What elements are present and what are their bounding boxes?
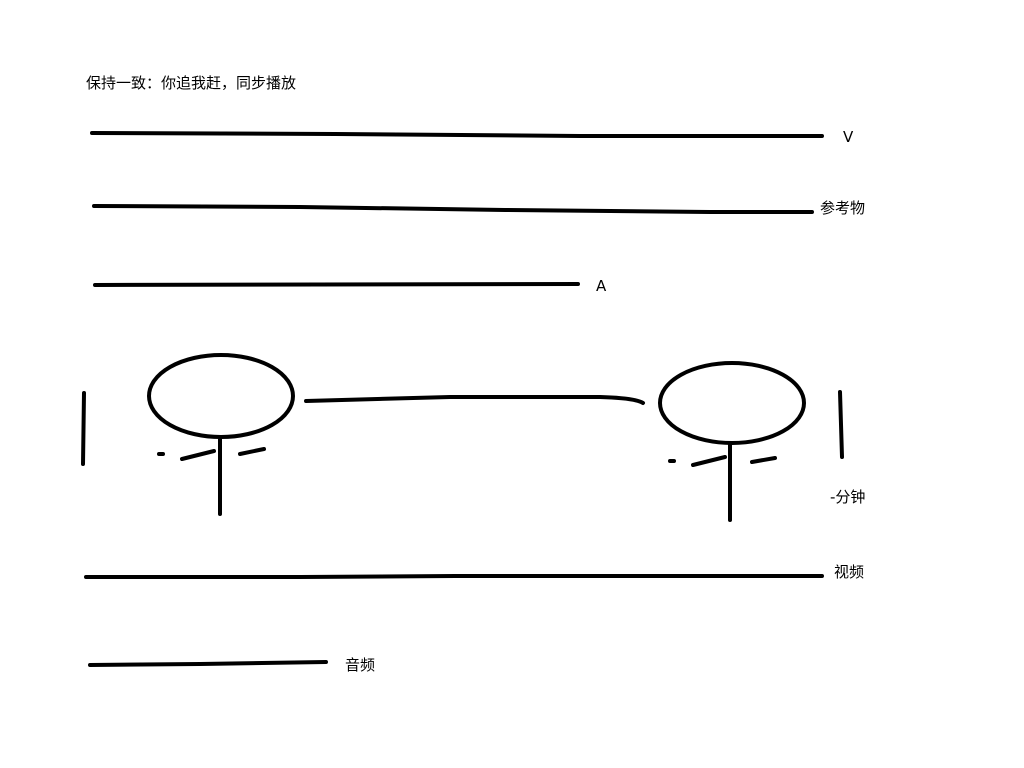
right-figure-mark-dash [691,455,727,467]
right-figure [658,361,806,522]
connector-line [304,395,645,405]
right-boundary-bar [838,390,844,459]
left-figure-head [147,353,295,439]
video-label: 视频 [834,563,864,581]
audio-line [88,660,328,667]
a-line [93,282,580,287]
left-figure-mark-dash-right [238,447,266,456]
reference-label: 参考物 [820,199,865,217]
v-label: V [843,128,854,146]
diagram-title: 保持一致：你追我赶，同步播放 [86,74,296,92]
left-boundary-bar [81,391,86,466]
reference-line [92,204,814,214]
audio-label: 音频 [345,656,375,674]
right-figure-head [658,361,806,445]
a-label: A [596,277,607,295]
right-figure-mark-dash-right [750,456,777,464]
left-figure [147,353,295,516]
video-line [84,574,824,579]
minutes-label: -分钟 [830,488,865,506]
v-line [90,131,824,138]
left-figure-mark-dash [180,449,216,461]
